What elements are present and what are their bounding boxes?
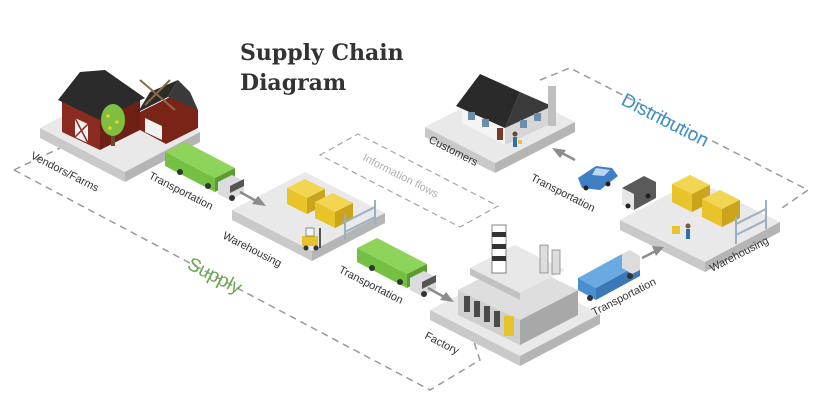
blue-truck-icon [578, 250, 640, 301]
title-line-1: Supply Chain [240, 40, 404, 66]
pallet-stack-icon [672, 175, 740, 227]
delivery-truck-icon [622, 176, 656, 210]
label-supply: Supply [184, 254, 246, 299]
distribution-boundary [539, 67, 810, 209]
forklift-icon [302, 227, 321, 251]
shelf-rack-icon [735, 200, 767, 244]
supply-boundary [13, 147, 481, 391]
arrow-to-customers-icon [552, 148, 576, 162]
flow-arrows [239, 148, 664, 302]
arrow-to-factory-icon [427, 286, 454, 302]
label-factory: Factory [423, 330, 462, 358]
arrow-to-warehouse-icon [239, 190, 266, 206]
label-information-flows: Information flows [361, 152, 441, 201]
title-line-2: Diagram [240, 70, 347, 96]
shelf-rack-icon [344, 200, 376, 240]
blue-van-icon [578, 166, 618, 191]
factory-icon [458, 224, 578, 345]
label-distribution: Distribution [618, 90, 712, 152]
green-truck-icon [357, 238, 436, 297]
information-flows-box [318, 133, 500, 228]
windmill-icon [139, 79, 176, 111]
platform-warehousing-distribution [620, 180, 780, 272]
worker-icon [672, 223, 691, 239]
green-truck-icon [165, 142, 244, 201]
customer-person-icon [512, 131, 522, 147]
diagram-title: Supply Chain Diagram [240, 38, 404, 98]
tree-icon [101, 104, 125, 146]
arrow-to-distribution-warehouse-icon [641, 246, 664, 260]
